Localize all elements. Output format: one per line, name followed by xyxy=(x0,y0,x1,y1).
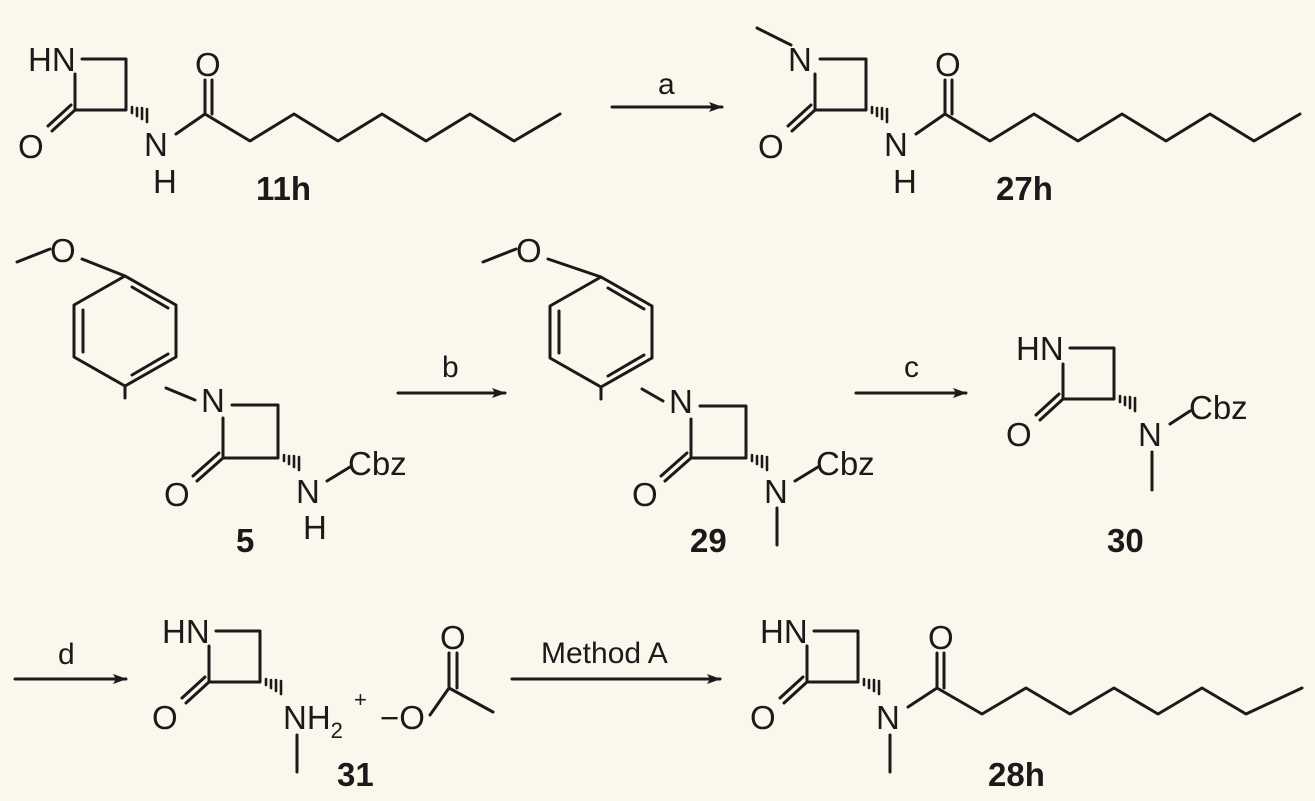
arrow-c: c xyxy=(854,351,968,398)
compound-label-11h: 11h xyxy=(256,170,311,207)
arrow-b: b xyxy=(396,351,507,398)
hash-bond xyxy=(130,105,149,124)
compound-31: HN O NH2 + −O O 31 xyxy=(152,613,495,793)
hash-bond xyxy=(750,453,769,472)
atom-o: O xyxy=(50,232,76,269)
atom-o: O xyxy=(516,232,542,269)
atom-hn: HN xyxy=(28,41,76,78)
compound-label-5: 5 xyxy=(236,522,254,559)
compound-label-30: 30 xyxy=(1107,522,1144,559)
atom-n: N xyxy=(144,126,168,163)
atom-hn: HN xyxy=(1016,330,1064,367)
hash-bond xyxy=(862,677,881,696)
charge-plus: + xyxy=(354,687,367,712)
atom-cbz: Cbz xyxy=(816,445,875,482)
atom-o: O xyxy=(1006,416,1032,453)
atom-o: O xyxy=(440,619,466,656)
atom-o: O xyxy=(750,699,776,736)
atom-o: O xyxy=(928,619,954,656)
atom-o: O xyxy=(632,476,658,513)
atom-o: O xyxy=(152,699,178,736)
atom-h: H xyxy=(893,163,917,200)
atom-o: O xyxy=(164,476,190,513)
compound-27h: N O N H O 27h xyxy=(755,26,1302,207)
atom-n: N xyxy=(884,126,908,163)
atom-o: O xyxy=(758,128,784,165)
atom-o: O xyxy=(195,46,221,83)
atom-hn: HN xyxy=(760,613,808,650)
arrow-method-a: Method A xyxy=(510,637,722,684)
hash-bond xyxy=(282,453,301,472)
compound-label-29: 29 xyxy=(690,522,727,559)
condition-method-a: Method A xyxy=(541,637,668,670)
compound-label-27h: 27h xyxy=(996,170,1053,207)
hash-bond xyxy=(1118,394,1137,413)
atom-o: O xyxy=(935,46,961,83)
atom-cbz: Cbz xyxy=(1189,389,1248,426)
atom-n: N xyxy=(764,473,788,510)
atom-h: H xyxy=(153,163,177,200)
atom-n: N xyxy=(296,473,320,510)
compound-label-31: 31 xyxy=(337,756,374,793)
atom-hn: HN xyxy=(162,613,210,650)
compound-label-28h: 28h xyxy=(988,756,1045,793)
atom-o: O xyxy=(18,128,44,165)
hash-bond xyxy=(264,677,283,696)
hash-bond xyxy=(870,105,889,124)
atom-n: N xyxy=(788,41,812,78)
atom-n: N xyxy=(1138,416,1162,453)
condition-d: d xyxy=(58,638,75,671)
atom-n: N xyxy=(201,382,225,419)
condition-c: c xyxy=(904,351,919,384)
compound-28h: HN O N O 28h xyxy=(750,613,1304,793)
compound-30: HN O N Cbz 30 xyxy=(1006,330,1248,559)
condition-b: b xyxy=(442,351,459,384)
atom-n: N xyxy=(669,383,693,420)
atom-n: N xyxy=(876,699,900,736)
compound-11h: HN O N H O 11h xyxy=(18,41,562,207)
atom-cbz: Cbz xyxy=(348,445,407,482)
compound-29: O N O N Cbz 29 xyxy=(481,232,875,559)
arrow-a: a xyxy=(610,68,724,112)
condition-a: a xyxy=(658,68,675,101)
atom-o-minus: −O xyxy=(380,699,425,736)
compound-5: O N O N H Cbz 5 xyxy=(15,232,407,559)
atom-nh2: NH2 xyxy=(283,699,343,743)
atom-h: H xyxy=(303,509,327,546)
arrow-d: d xyxy=(13,638,128,684)
